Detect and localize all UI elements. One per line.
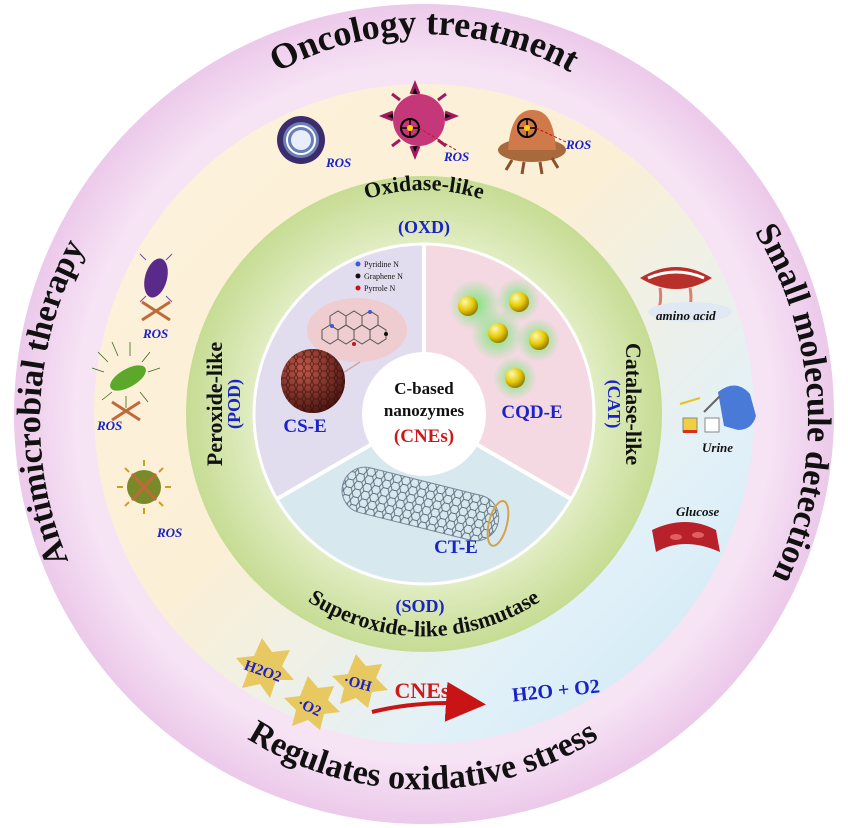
cat-label-group: Catalase-like (CAT) [603,343,646,465]
carbon-nanotube [342,467,499,541]
detection-illustrations: amino acid Urine Glucose [640,267,756,552]
oncology-illustrations: ROS ROS ROS [277,79,591,175]
pod-name: Peroxide-like [202,342,227,466]
cs-e-label: CS-E [283,416,326,437]
blood-vessel-icon [652,522,720,552]
reaction-arrow [371,681,486,722]
center-badge: C-based nanozymes (CNEs) [362,352,486,476]
amino-acid-label: amino acid [656,308,716,323]
quantum-dot [509,292,529,312]
tumor-spiky-icon [378,79,460,161]
cqd-e-label: CQD-E [501,402,562,423]
arrow-label: CNEs [394,678,449,703]
legend: Pyridine N Graphene N Pyrrole N [355,260,403,293]
oxd-abbr: (OXD) [398,217,450,238]
ros-label: ROS [565,137,591,152]
quantum-dot [529,330,549,350]
tumor-cell-icon [277,116,325,164]
pod-label-group: Peroxide-like (POD) [202,342,245,466]
reaction-illustration: H2O2 ·OH ·O2 CNEs H2O + O2 [236,638,601,730]
urine-label: Urine [702,440,733,455]
ct-e-label: CT-E [434,537,478,558]
ros-label: ROS [96,418,122,433]
cat-name: Catalase-like [621,343,646,465]
graphene-n-dot [355,273,361,279]
ros-label: ROS [325,155,351,170]
sod-abbr: (SOD) [396,596,445,617]
pyridine-n-dot [355,261,361,267]
oh-label: ·OH [342,673,374,696]
center-circle [362,352,486,476]
center-line1: C-based [394,379,454,398]
urine-test-icon [679,385,756,433]
pod-abbr: (POD) [224,379,245,429]
h2o2-star: H2O2 [236,638,294,698]
cs-e-illustration: Pyridine N Graphene N Pyrrole N CS-E [281,260,407,437]
glucose-label: Glucose [676,504,720,519]
virus-icon [117,460,171,514]
ros-label: ROS [156,525,182,540]
ros-label: ROS [142,326,168,341]
mouth-icon [640,267,732,322]
bacterium-purple-icon [139,253,173,322]
legend-pyrrole: Pyrrole N [364,284,396,293]
graphene-lattice [321,310,387,345]
oh-star: ·OH [332,654,388,708]
bacterium-green-icon [91,341,161,422]
quantum-dot [505,368,525,388]
center-abbr: (CNEs) [394,426,454,447]
tumor-tissue-icon [498,110,566,175]
antimicrobial-illustrations: ROS ROS ROS [91,253,182,540]
center-line2: nanozymes [384,401,465,420]
zoom-bubble [307,298,407,362]
quantum-dot [488,323,508,343]
legend-graphene: Graphene N [364,272,403,281]
pyrrole-n-dot [355,285,361,291]
cqd-e-illustration: CQD-E [449,278,563,423]
quantum-dot [458,296,478,316]
ros-label: ROS [443,149,469,164]
ct-e-illustration: CT-E [341,466,510,558]
cat-abbr: (CAT) [603,380,624,429]
legend-pyridine: Pyridine N [364,260,399,269]
o2-star: ·O2 [284,676,340,730]
